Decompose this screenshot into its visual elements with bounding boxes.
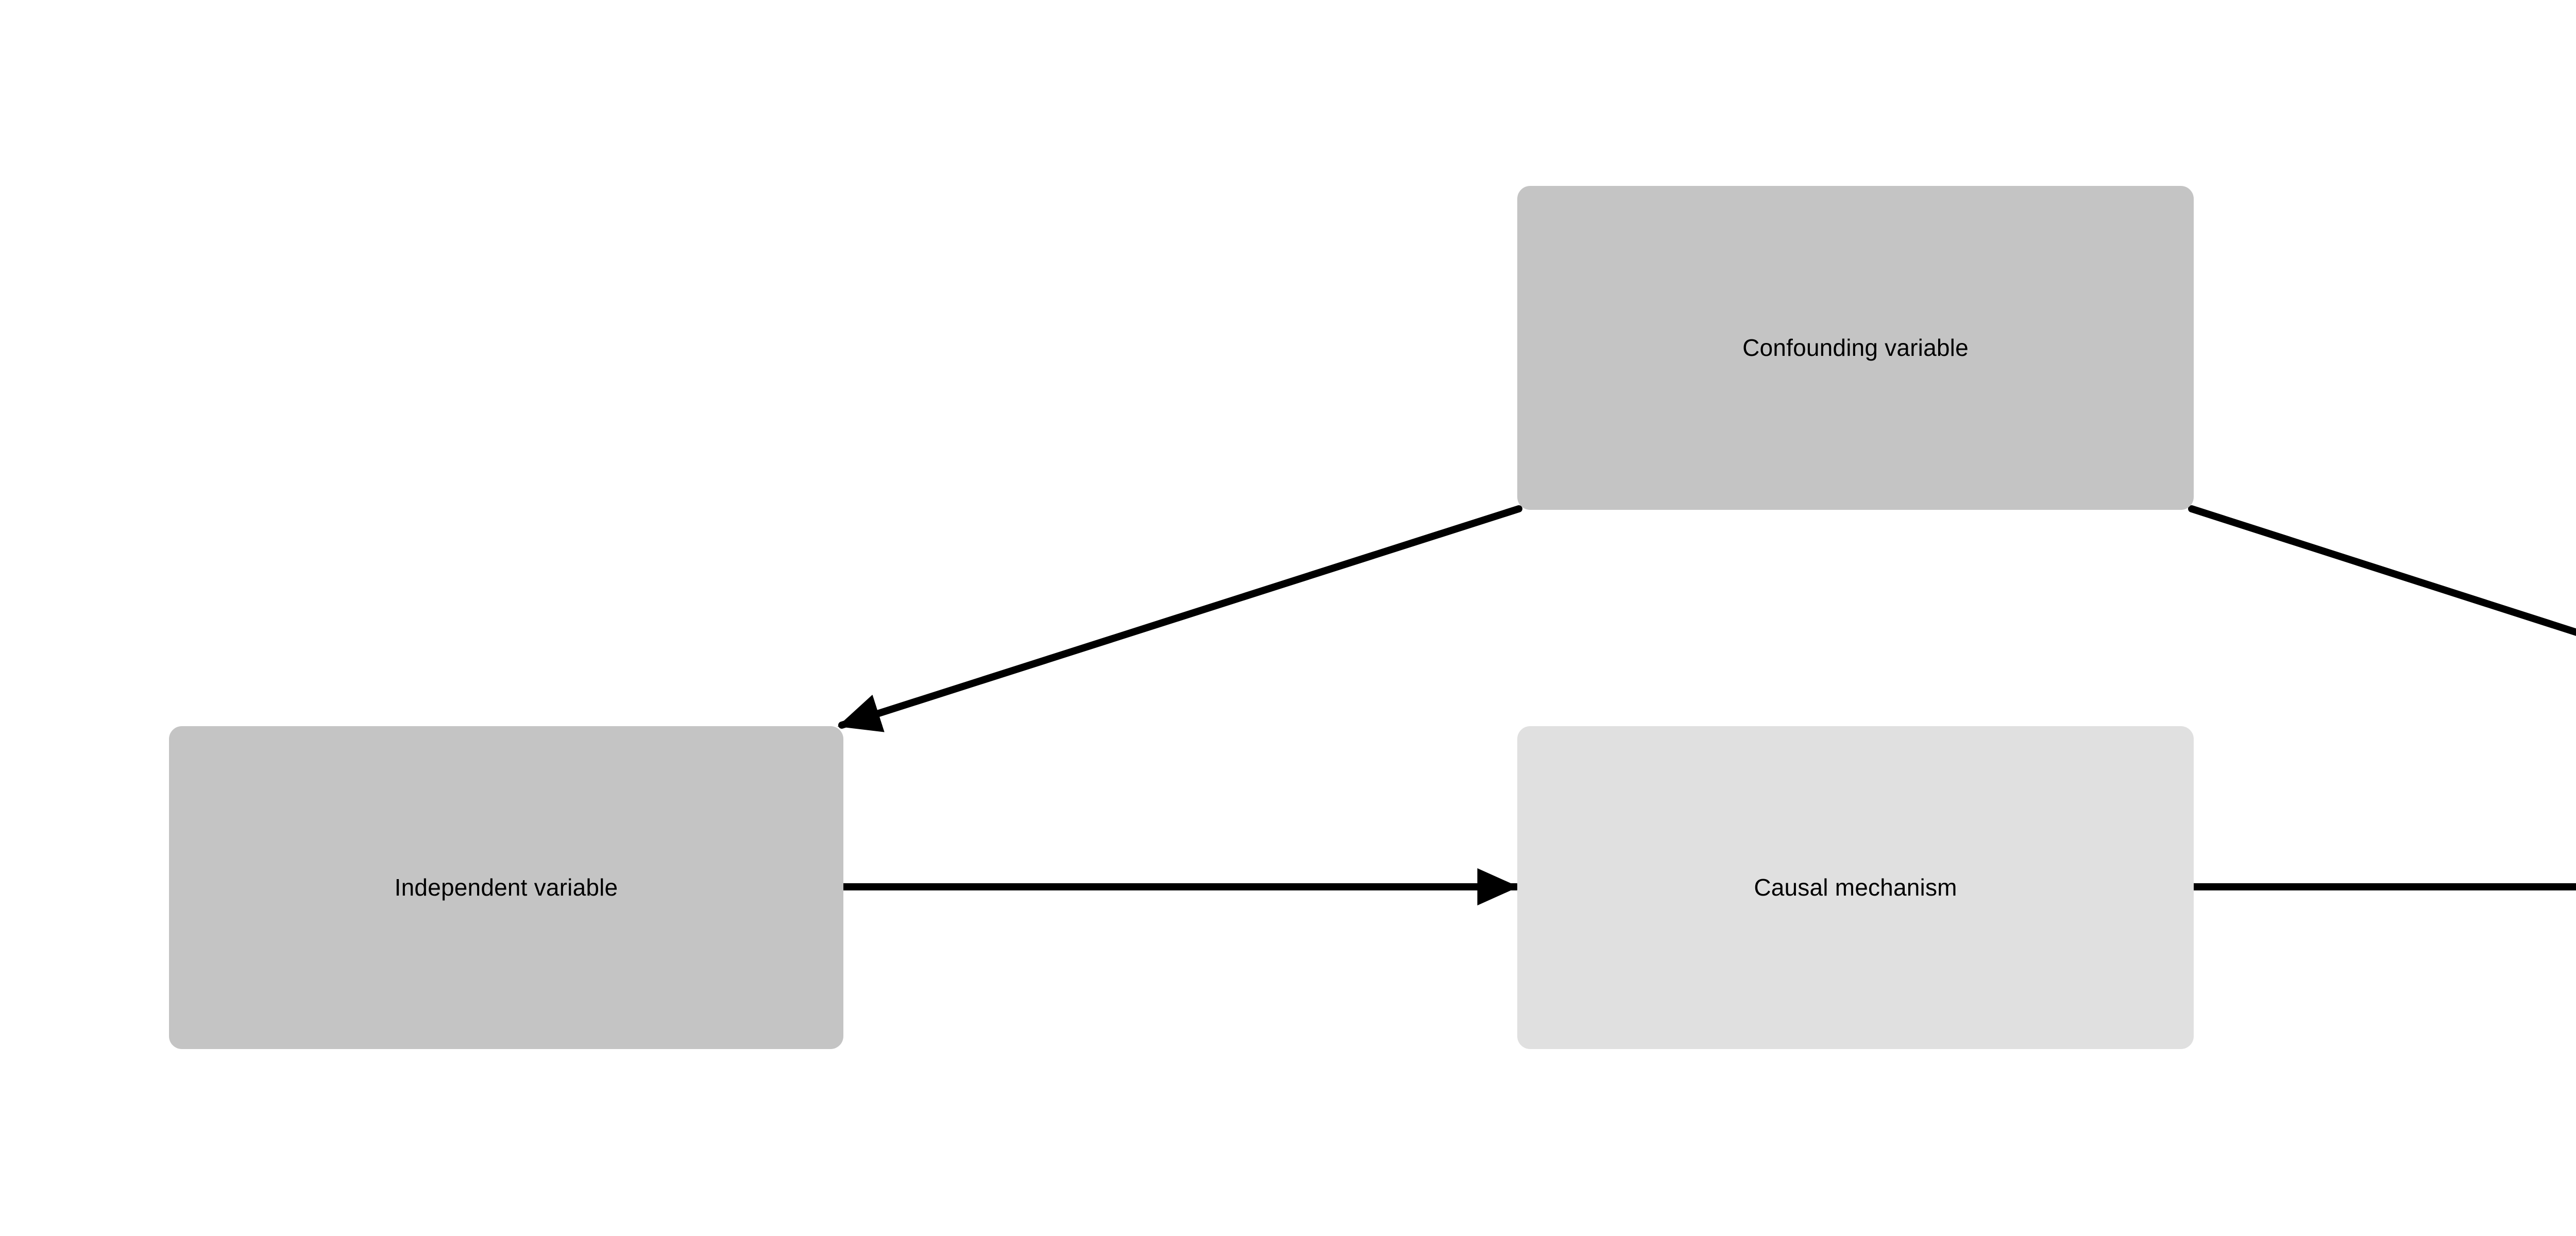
node-causal-mechanism[interactable]: Causal mechanism xyxy=(1517,726,2194,1049)
node-independent-variable-label: Independent variable xyxy=(394,874,618,901)
edge-confounding-to-dependent xyxy=(2188,505,2576,636)
node-confounding-variable-label: Confounding variable xyxy=(1742,334,1969,362)
node-independent-variable[interactable]: Independent variable xyxy=(169,726,843,1049)
edge-confounding-to-independent xyxy=(837,505,1522,732)
node-causal-mechanism-label: Causal mechanism xyxy=(1754,874,1957,901)
node-confounding-variable[interactable]: Confounding variable xyxy=(1517,186,2194,510)
